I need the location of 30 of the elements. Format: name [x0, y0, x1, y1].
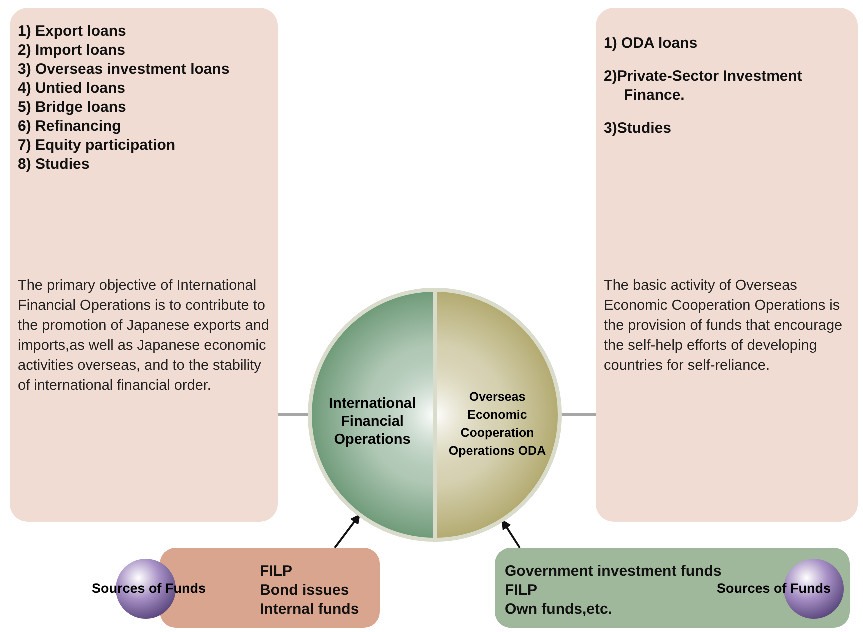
operations-label: Overseas Economic Cooperation Operations ODA — [448, 389, 548, 460]
arrow — [334, 514, 361, 549]
list-item: 2)Private-Sector Investment Finance. — [604, 67, 804, 105]
connector-line — [278, 414, 310, 416]
funds-item: FILP — [260, 562, 294, 581]
funds-item: Own funds,etc. — [505, 600, 614, 619]
description-text: The basic activity of Overseas Economic Cooperation Operations is the provision of funds that encourage the self-help efforts of developing countries for self-reliance. — [604, 277, 844, 376]
list-item: 6) Refinancing — [18, 117, 122, 136]
list-item: 1) ODA loans — [604, 34, 699, 53]
operations-label: International Financial Operations — [328, 395, 417, 449]
funds-box — [160, 548, 380, 628]
list-item: 4) Untied loans — [18, 79, 127, 98]
list-item: 3)Studies — [604, 119, 673, 138]
list-item: 8) Studies — [18, 155, 91, 174]
list-item: 1) Export loans — [18, 22, 128, 41]
info-panel — [596, 8, 858, 522]
list-item: 7) Equity participation — [18, 136, 177, 155]
funds-box — [495, 548, 850, 628]
list-item: 2) Import loans — [18, 41, 127, 60]
list-item: 3) Overseas investment loans — [18, 60, 231, 79]
arrow — [501, 519, 521, 549]
list-item: 5) Bridge loans — [18, 98, 128, 117]
sources-label: Sources of Funds — [90, 580, 207, 598]
funds-item: Government investment funds — [505, 562, 722, 581]
description-text: The primary objective of International Financial Operations is to contribute to the promotion of Japanese exports and imports,as well as Japanese economic activities overseas, and to the stability of international financial order. — [18, 277, 270, 396]
funds-item: Bond issues — [260, 581, 350, 600]
connector-line — [560, 414, 596, 416]
info-panel — [10, 8, 278, 522]
funds-item: Internal funds — [260, 600, 360, 619]
sources-label: Sources of Funds — [716, 580, 832, 598]
